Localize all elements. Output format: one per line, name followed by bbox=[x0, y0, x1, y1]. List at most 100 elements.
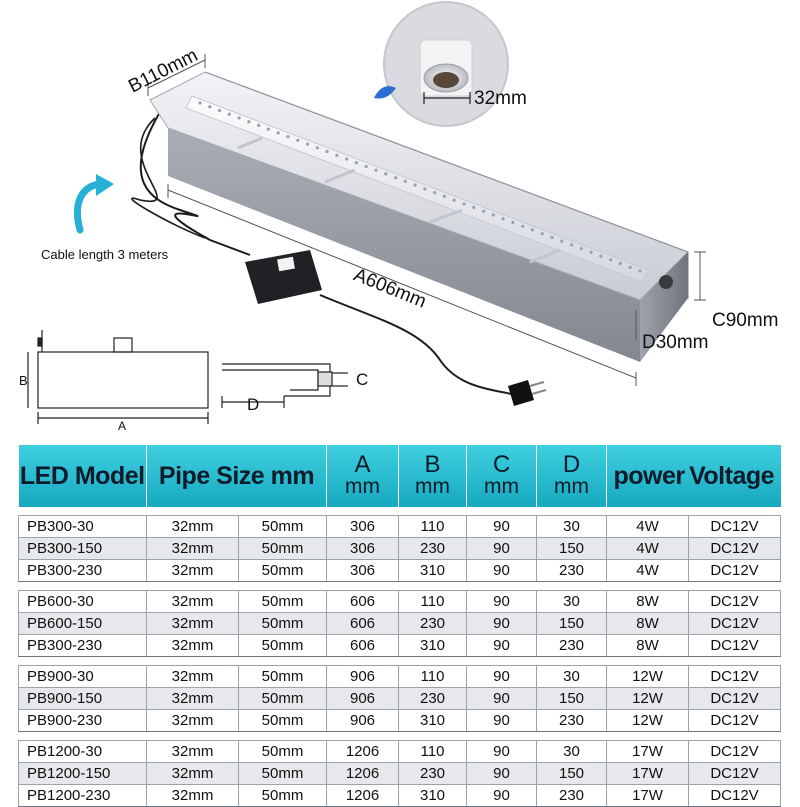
led-dot bbox=[325, 149, 329, 154]
cell-pipe-32: 32mm bbox=[146, 612, 239, 635]
cell-d: 150 bbox=[536, 687, 608, 710]
side-sketch bbox=[27, 330, 209, 424]
cell-c: 90 bbox=[466, 665, 538, 688]
product-illustration: B110mm A606mm C90mm D30mm 32mm Cable len… bbox=[19, 1, 779, 433]
cell-c: 90 bbox=[466, 687, 538, 710]
sketch-b-label: B bbox=[19, 373, 28, 388]
cell-voltage: DC12V bbox=[688, 762, 782, 785]
cell-power: 12W bbox=[606, 687, 690, 710]
led-dot bbox=[364, 164, 368, 169]
cell-c: 90 bbox=[466, 612, 538, 635]
led-dot bbox=[491, 213, 495, 217]
cell-b: 110 bbox=[398, 665, 468, 688]
cell-model: PB300-150 bbox=[18, 537, 147, 560]
led-dot bbox=[501, 217, 505, 221]
led-dot bbox=[442, 194, 446, 198]
cell-a: 606 bbox=[326, 612, 400, 635]
cell-c: 90 bbox=[466, 709, 538, 732]
cell-c: 90 bbox=[466, 634, 538, 657]
led-dot bbox=[276, 131, 280, 135]
cell-power: 4W bbox=[606, 559, 690, 582]
cell-b: 230 bbox=[398, 537, 468, 560]
cell-voltage: DC12V bbox=[688, 665, 782, 688]
pipe-sketch bbox=[221, 363, 348, 408]
cell-pipe-50: 50mm bbox=[237, 709, 328, 732]
led-dot bbox=[227, 112, 231, 116]
led-dot bbox=[374, 168, 378, 172]
led-dot bbox=[335, 153, 339, 157]
cable-to-plug bbox=[319, 294, 516, 396]
cell-b: 310 bbox=[398, 634, 468, 657]
cell-b: 310 bbox=[398, 709, 468, 732]
cell-pipe-32: 32mm bbox=[146, 709, 239, 732]
cell-power: 8W bbox=[606, 590, 690, 613]
cell-voltage: DC12V bbox=[688, 612, 782, 635]
cell-pipe-50: 50mm bbox=[237, 515, 328, 538]
header-power-voltage: power Voltage bbox=[606, 445, 781, 507]
cell-pipe-50: 50mm bbox=[237, 537, 328, 560]
cell-voltage: DC12V bbox=[688, 784, 782, 807]
cell-pipe-50: 50mm bbox=[237, 762, 328, 785]
cell-power: 12W bbox=[606, 709, 690, 732]
header-led-model: LED Model bbox=[18, 445, 147, 507]
cell-c: 90 bbox=[466, 559, 538, 582]
led-dot bbox=[511, 220, 515, 225]
led-strip bbox=[198, 101, 642, 273]
cell-b: 230 bbox=[398, 612, 468, 635]
led-dot bbox=[433, 191, 437, 195]
cell-d: 150 bbox=[536, 612, 608, 635]
sketch-d-label: D bbox=[247, 395, 259, 414]
dimension-lines bbox=[147, 54, 706, 386]
cable-coil bbox=[139, 111, 251, 256]
cell-a: 606 bbox=[326, 634, 400, 657]
cell-a: 306 bbox=[326, 559, 400, 582]
cell-b: 310 bbox=[398, 784, 468, 807]
cell-a: 906 bbox=[326, 687, 400, 710]
cable-arrowhead-icon bbox=[96, 174, 114, 196]
cell-pipe-50: 50mm bbox=[237, 784, 328, 807]
cell-model: PB1200-150 bbox=[18, 762, 147, 785]
cell-voltage: DC12V bbox=[688, 559, 782, 582]
cell-voltage: DC12V bbox=[688, 740, 782, 763]
led-dot bbox=[384, 172, 388, 176]
cell-a: 306 bbox=[326, 515, 400, 538]
cell-c: 90 bbox=[466, 515, 538, 538]
cell-model: PB1200-230 bbox=[18, 784, 147, 807]
led-dot bbox=[482, 209, 486, 213]
led-dot bbox=[628, 265, 632, 269]
cell-d: 230 bbox=[536, 709, 608, 732]
cell-c: 90 bbox=[466, 762, 538, 785]
cell-model: PB900-230 bbox=[18, 709, 147, 732]
cell-a: 306 bbox=[326, 537, 400, 560]
cell-c: 90 bbox=[466, 784, 538, 807]
cell-pipe-50: 50mm bbox=[237, 559, 328, 582]
led-dot bbox=[452, 198, 456, 202]
cell-pipe-50: 50mm bbox=[237, 590, 328, 613]
led-dot bbox=[618, 261, 623, 266]
led-dot bbox=[560, 239, 564, 243]
cell-power: 8W bbox=[606, 612, 690, 635]
led-dot bbox=[208, 105, 212, 109]
cell-a: 906 bbox=[326, 665, 400, 688]
cell-d: 150 bbox=[536, 762, 608, 785]
cell-d: 230 bbox=[536, 559, 608, 582]
cell-pipe-32: 32mm bbox=[146, 665, 239, 688]
cell-power: 8W bbox=[606, 634, 690, 657]
led-dot bbox=[413, 183, 417, 187]
cell-d: 230 bbox=[536, 784, 608, 807]
cell-model: PB300-230 bbox=[18, 559, 147, 582]
cell-d: 30 bbox=[536, 515, 608, 538]
cell-power: 17W bbox=[606, 762, 690, 785]
cell-voltage: DC12V bbox=[688, 537, 782, 560]
group-spacer bbox=[18, 731, 781, 741]
sketch-c-label: C bbox=[356, 370, 368, 389]
led-dot bbox=[638, 269, 642, 273]
